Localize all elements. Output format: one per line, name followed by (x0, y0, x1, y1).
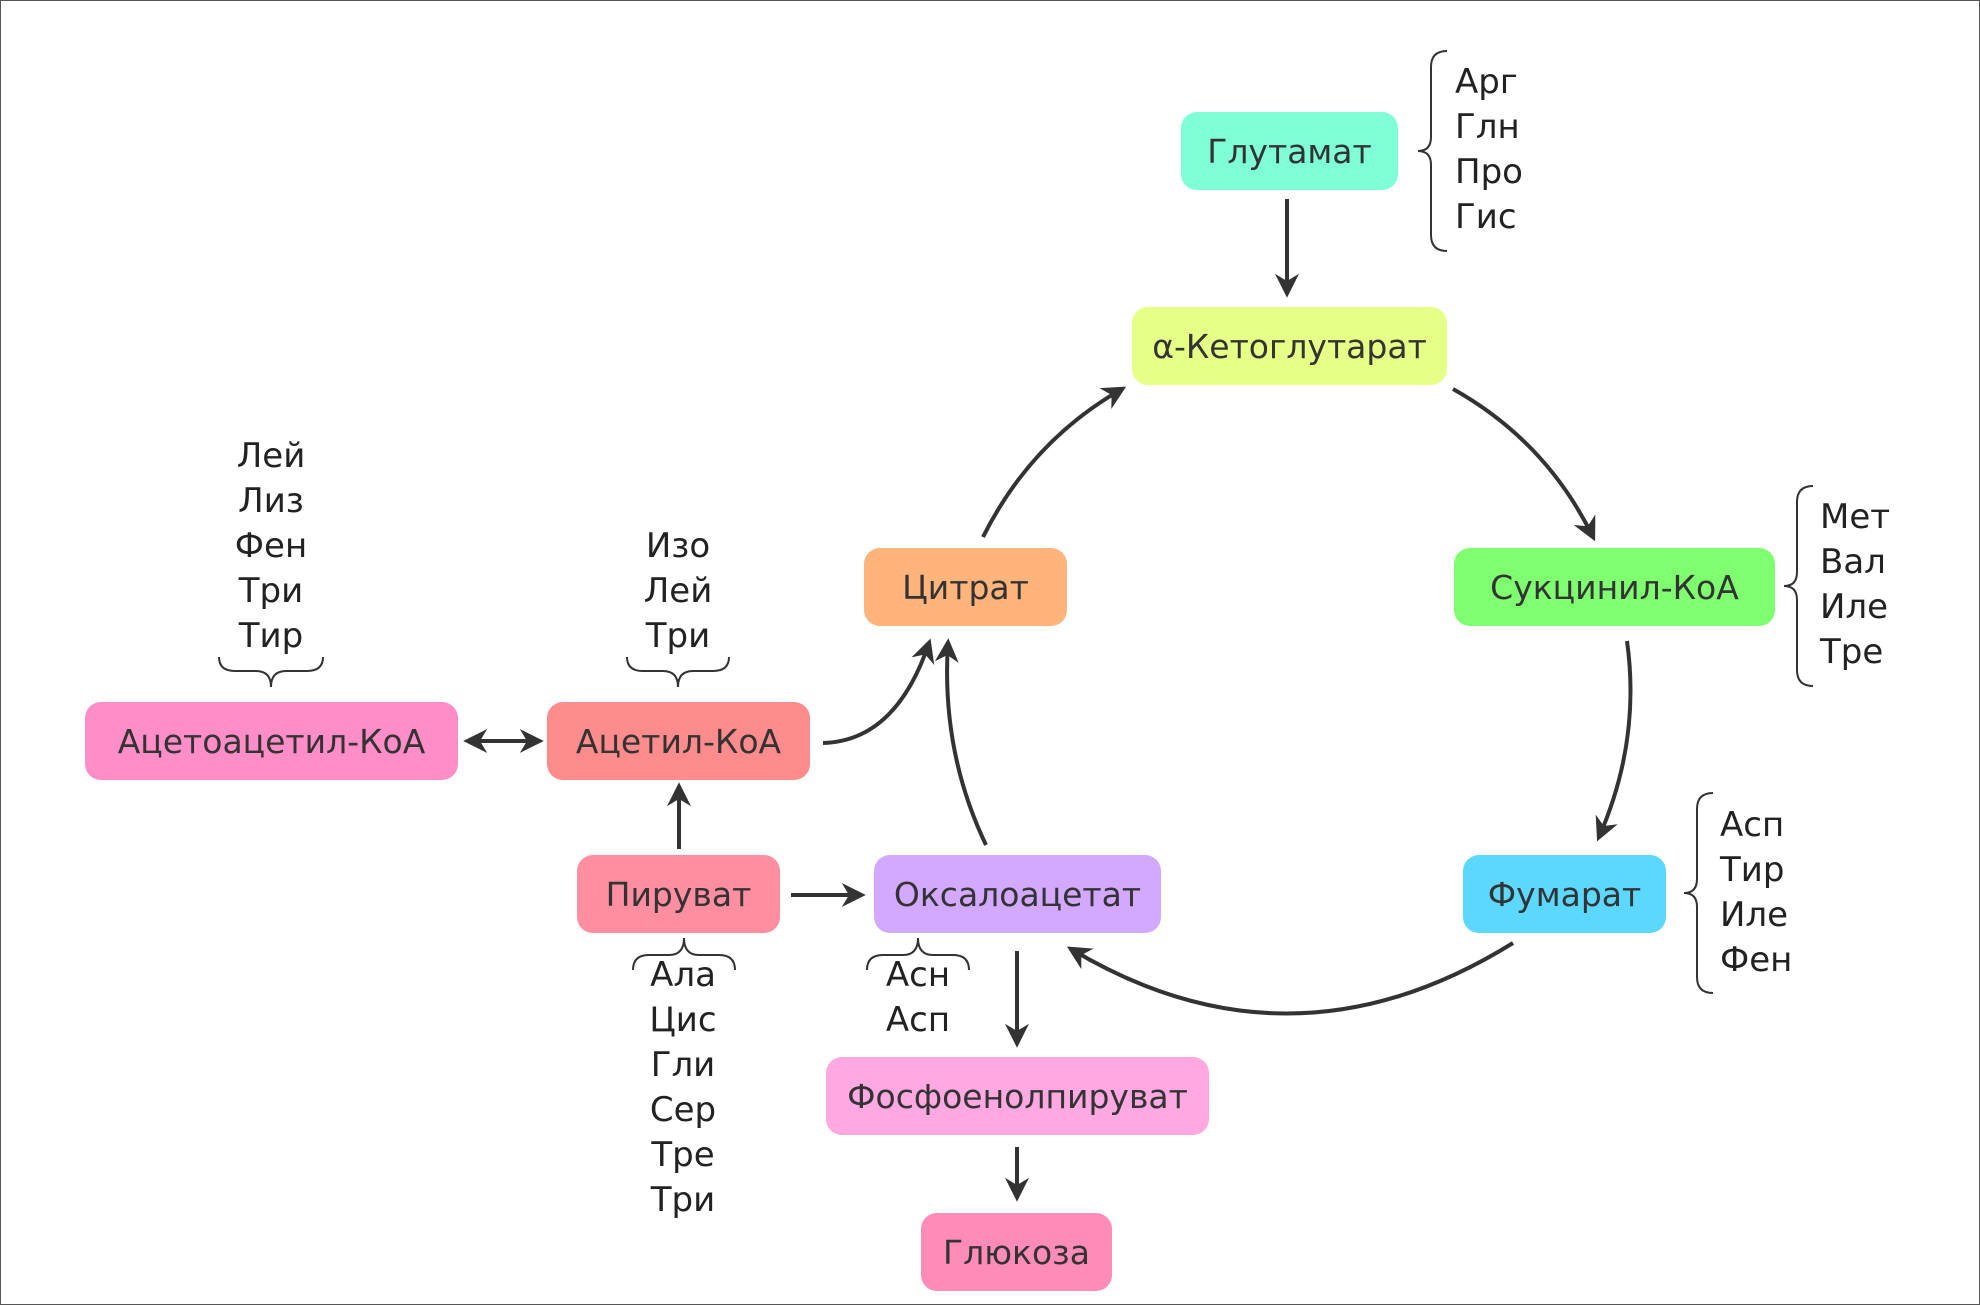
amino-acid: Гис (1455, 197, 1517, 237)
amino-acid: Мет (1820, 497, 1891, 537)
amino-acid: Сер (649, 1090, 717, 1130)
amino-acid: Фен (1720, 940, 1793, 980)
amino-acid: Лей (643, 571, 713, 611)
amino-acid: Тре (1820, 632, 1884, 672)
node-glucose: Глюкоза (921, 1213, 1112, 1291)
node-fumarate: Фумарат (1463, 855, 1666, 933)
brace-acetoacetyl-coa (218, 656, 324, 688)
amino-acid: Три (645, 616, 711, 656)
node-citrate-label: Цитрат (902, 567, 1029, 607)
node-acetyl-coa-label: Ацетил-КоА (575, 721, 782, 761)
amino-acid: Ала (650, 955, 716, 995)
amino-acid: Цис (649, 1000, 717, 1040)
arrow-oxaloacetate-to-citrate (934, 638, 988, 846)
amino-acids-fumarate: Асп Тир Иле Фен (1720, 803, 1792, 983)
amino-acid: Арг (1455, 62, 1518, 102)
amino-acid: Изо (645, 526, 711, 566)
node-pyruvate: Пируват (577, 855, 780, 933)
amino-acid: Глн (1455, 107, 1520, 147)
node-pyruvate-label: Пируват (605, 874, 752, 914)
amino-acids-oxaloacetate: Асн Асп (858, 953, 978, 1043)
amino-acid: Гли (650, 1045, 716, 1085)
amino-acid: Три (238, 571, 304, 611)
node-ketoglutarate: α-Кетоглутарат (1132, 307, 1447, 385)
amino-acids-acetyl-coa: Изо Лей Три (618, 524, 738, 659)
amino-acid: Тир (238, 616, 304, 656)
node-fumarate-label: Фумарат (1487, 874, 1642, 914)
amino-acid: Асп (1720, 805, 1785, 845)
arrow-acetyl-coa-to-citrate (822, 638, 935, 745)
node-oxaloacetate: Оксалоацетат (874, 855, 1161, 933)
amino-acid: Иле (1820, 587, 1889, 627)
brace-acetyl-coa (626, 656, 730, 688)
amino-acids-glutamate: Арг Глн Про Гис (1455, 60, 1523, 240)
node-pep: Фосфоенолпируват (826, 1057, 1209, 1135)
amino-acids-succinyl-coa: Мет Вал Иле Тре (1820, 495, 1890, 675)
node-glutamate-label: Глутамат (1207, 131, 1372, 171)
amino-acid: Асн (885, 955, 951, 995)
node-citrate: Цитрат (864, 548, 1067, 626)
node-acetyl-coa: Ацетил-КоА (547, 702, 810, 780)
amino-acid: Иле (1720, 895, 1789, 935)
amino-acid: Три (650, 1180, 716, 1220)
amino-acid: Тре (651, 1135, 715, 1175)
amino-acid: Вал (1820, 542, 1886, 582)
node-ketoglutarate-label: α-Кетоглутарат (1152, 326, 1427, 366)
amino-acid: Лей (236, 436, 306, 476)
amino-acid: Фен (234, 526, 308, 566)
node-glutamate: Глутамат (1181, 112, 1398, 190)
arrow-fumarate-to-oxaloacetate (1066, 941, 1515, 1016)
node-oxaloacetate-label: Оксалоацетат (893, 874, 1142, 914)
amino-acid: Про (1455, 152, 1523, 192)
node-succinyl-coa-label: Сукцинил-КоА (1490, 567, 1739, 607)
node-acetoacetyl-coa: Ацетоацетил-КоА (85, 702, 458, 780)
amino-acids-pyruvate: Ала Цис Гли Сер Тре Три (623, 953, 743, 1223)
arrow-citrate-to-ketoglutarate (981, 386, 1127, 538)
brace-pyruvate (632, 937, 736, 971)
node-acetoacetyl-coa-label: Ацетоацетил-КоА (117, 721, 426, 761)
arrow-succinyl-coa-to-fumarate (1595, 640, 1633, 842)
amino-acids-acetoacetyl-coa: Лей Лиз Фен Три Тир (211, 434, 331, 659)
node-pep-label: Фосфоенолпируват (847, 1076, 1188, 1116)
arrow-ketoglutarate-to-succinyl-coa (1452, 387, 1596, 542)
node-glucose-label: Глюкоза (943, 1232, 1090, 1272)
amino-acid: Тир (1720, 850, 1785, 890)
amino-acid: Лиз (238, 481, 304, 521)
brace-oxaloacetate (866, 937, 970, 971)
brace-glutamate (1417, 50, 1448, 252)
brace-succinyl-coa (1783, 485, 1814, 687)
amino-acid: Асп (885, 1000, 951, 1040)
brace-fumarate (1683, 792, 1714, 994)
node-succinyl-coa: Сукцинил-КоА (1454, 548, 1775, 626)
